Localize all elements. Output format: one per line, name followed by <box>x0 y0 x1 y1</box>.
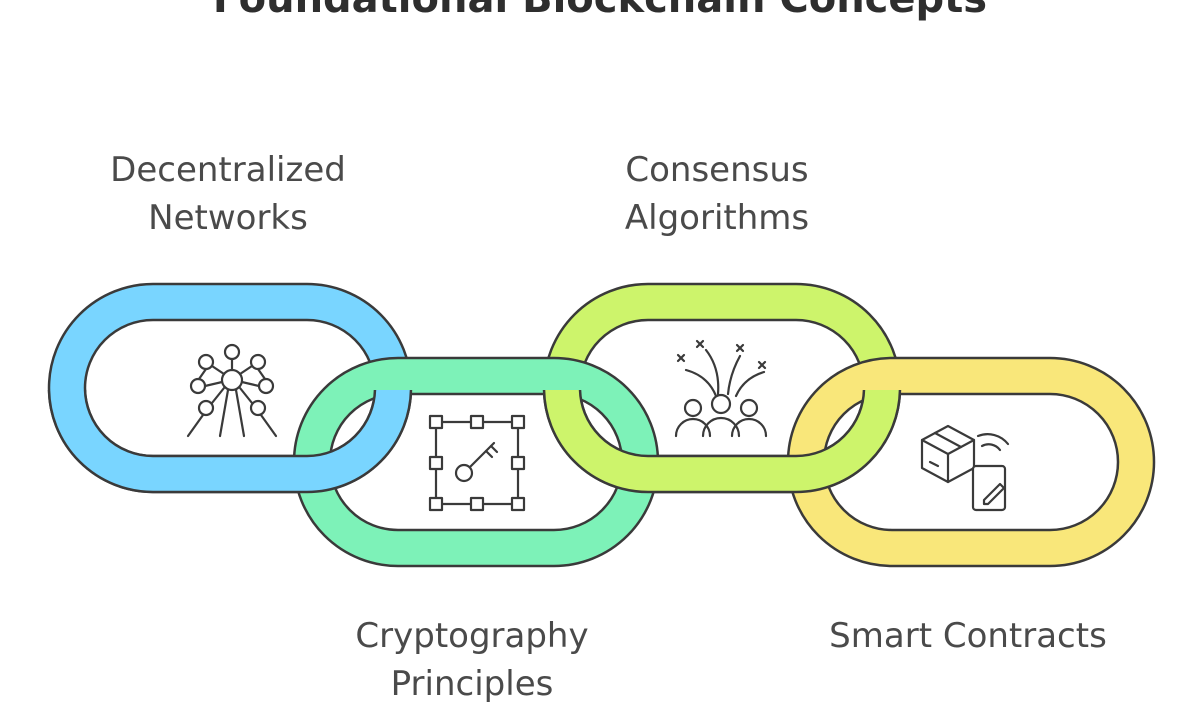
label-line: Decentralized <box>110 150 346 190</box>
chain-link-outline <box>542 390 902 494</box>
label-line: Smart Contracts <box>829 616 1107 656</box>
key-circuit-icon <box>428 414 526 512</box>
label-decentralized-networks: Decentralized Networks <box>78 146 378 242</box>
label-smart-contracts: Smart Contracts <box>798 612 1138 660</box>
chain-link-decentralized-networks-front <box>49 390 411 492</box>
label-line: Cryptography <box>355 616 589 656</box>
chain-link-outline <box>83 390 377 458</box>
chain-link-outline <box>578 390 866 458</box>
chain-diagram <box>47 282 1156 568</box>
chain-link-consensus-algorithms-front <box>544 390 900 492</box>
label-line: Algorithms <box>624 198 810 238</box>
label-line: Consensus <box>625 150 809 190</box>
label-consensus-algorithms: Consensus Algorithms <box>567 146 867 242</box>
label-line: Networks <box>148 198 308 238</box>
people-voting-icon <box>674 339 768 438</box>
chain-link-outline <box>47 390 413 494</box>
package-tablet-icon <box>920 424 1010 512</box>
page-title: Foundational Blockchain Concepts <box>0 0 1200 22</box>
atom-network-icon <box>186 343 278 438</box>
